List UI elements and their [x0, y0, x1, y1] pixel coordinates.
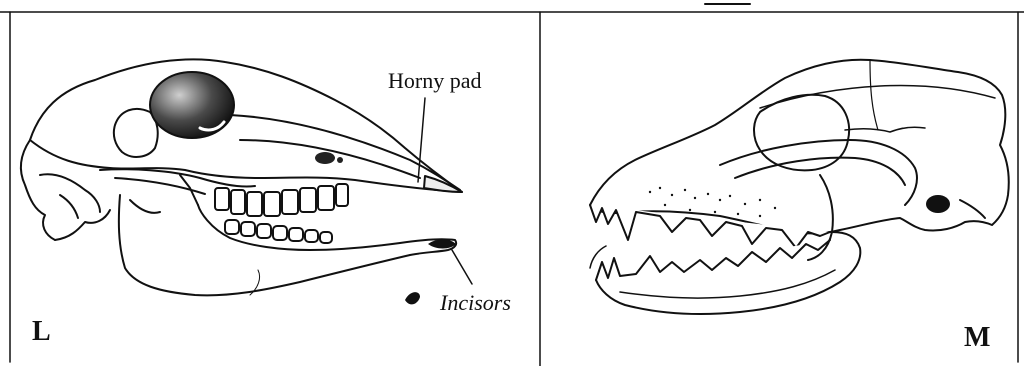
ruminant-skull-drawing	[21, 59, 472, 304]
carnivore-upper-teeth	[590, 205, 830, 248]
carnivore-lower-teeth	[596, 240, 830, 280]
incisors-label: Incisors	[440, 292, 511, 314]
auditory-bulla	[926, 195, 950, 213]
horny-pad-label: Horny pad	[388, 70, 481, 92]
horny-pad-leader	[418, 98, 425, 182]
ruminant-lower-cheek-teeth	[225, 220, 332, 243]
panel-m-letter: M	[964, 324, 990, 352]
ruminant-orbit	[150, 72, 234, 138]
carnivore-skull-drawing	[590, 60, 1009, 314]
panel-l-letter: L	[32, 318, 51, 346]
incisors-leader	[452, 250, 472, 284]
panel-frames	[0, 4, 1024, 366]
ruminant-upper-cheek-teeth	[215, 184, 348, 216]
snout-stipple	[649, 187, 776, 217]
